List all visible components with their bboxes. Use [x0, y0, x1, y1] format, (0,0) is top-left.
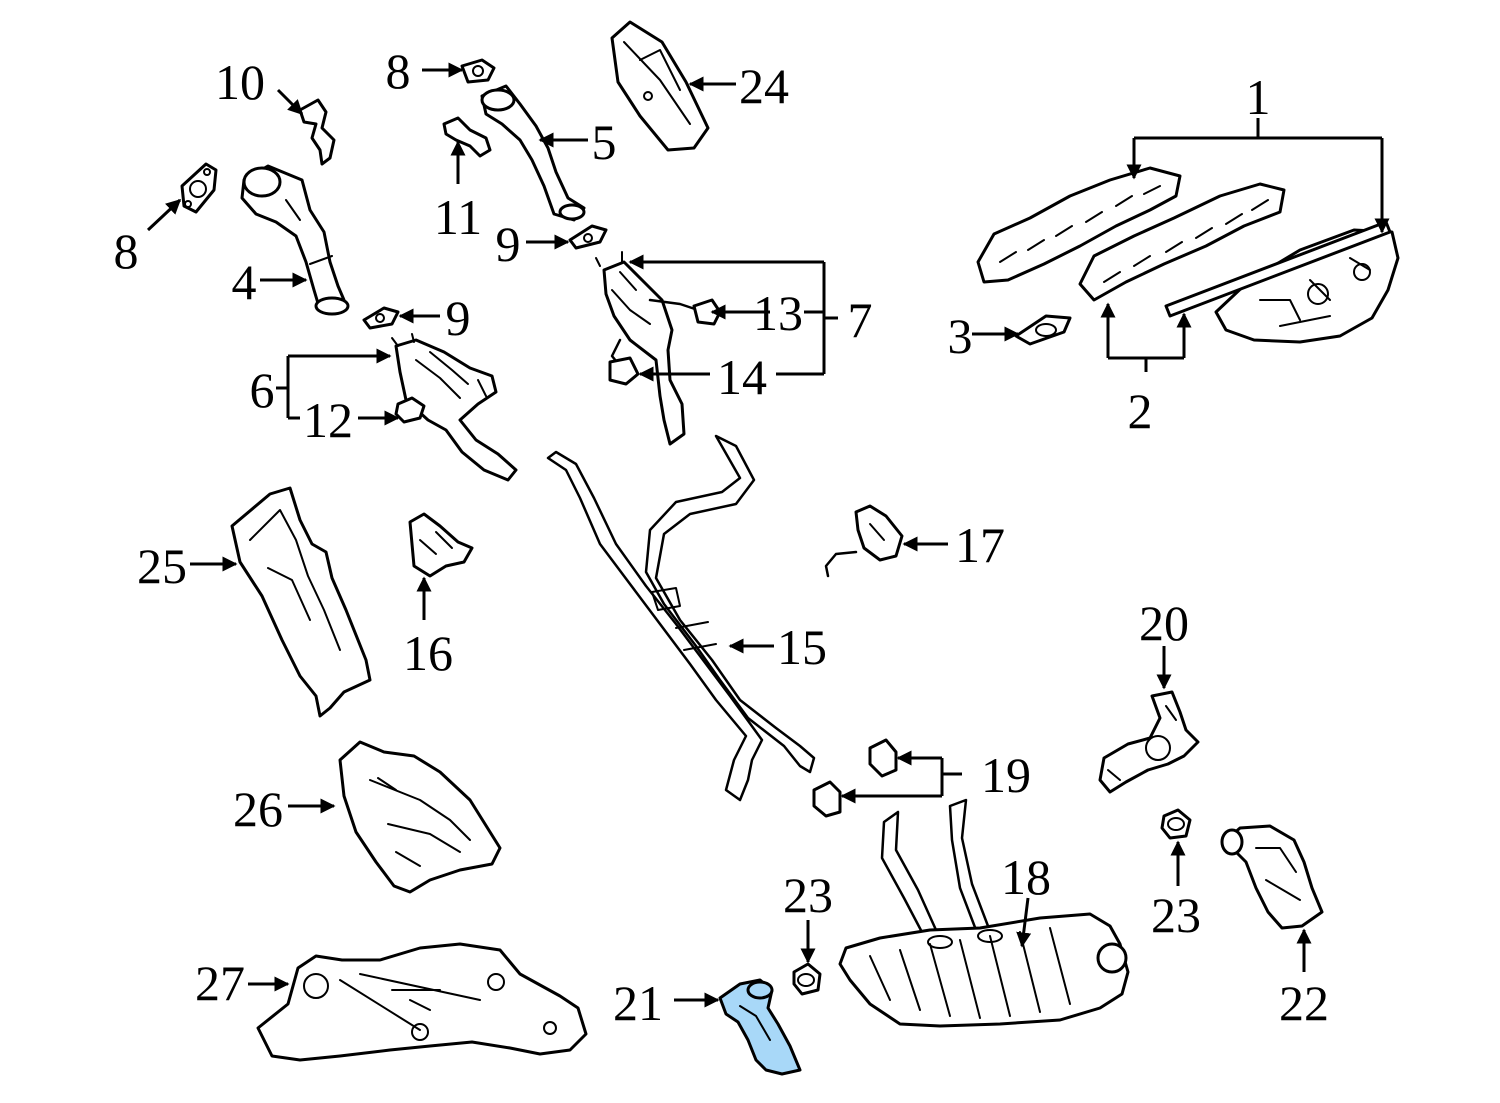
- callout-17: 17: [955, 517, 1005, 573]
- callout-3: 3: [948, 308, 973, 364]
- part-4-converter-pipe[interactable]: [240, 164, 350, 316]
- callout-6: 6: [250, 362, 275, 418]
- callout-24: 24: [739, 58, 789, 114]
- callout-labels: 1 2 3 4 5 6 7 8 8 9 9 10 11 12 13 14 15 …: [114, 43, 1330, 1031]
- callout-22: 22: [1279, 975, 1329, 1031]
- part-7-converter-assembly[interactable]: [595, 251, 686, 446]
- callout-23-right: 23: [1151, 887, 1201, 943]
- part-9-gasket-left[interactable]: [362, 306, 400, 330]
- part-21-highlighted-pipe[interactable]: [718, 978, 802, 1076]
- callout-2: 2: [1128, 383, 1153, 439]
- callout-9-left: 9: [446, 290, 471, 346]
- part-25-heat-shield[interactable]: [230, 486, 372, 718]
- callout-10: 10: [215, 54, 265, 110]
- part-9-gasket-top[interactable]: [568, 224, 608, 250]
- part-1-exhaust-manifold[interactable]: [976, 166, 1400, 344]
- part-16-hanger[interactable]: [408, 512, 474, 578]
- part-17-hanger[interactable]: [824, 504, 904, 578]
- part-15-intermediate-pipes[interactable]: [546, 434, 816, 802]
- part-24-heat-shield[interactable]: [610, 20, 710, 152]
- part-27-heat-shield[interactable]: [256, 942, 588, 1062]
- callout-4: 4: [232, 254, 257, 310]
- callout-15: 15: [777, 619, 827, 675]
- callout-25: 25: [137, 538, 187, 594]
- part-8-gasket-left[interactable]: [180, 162, 218, 214]
- callout-8-left: 8: [114, 223, 139, 279]
- callout-18: 18: [1001, 849, 1051, 905]
- part-11-bracket[interactable]: [442, 116, 492, 158]
- callout-8-top: 8: [386, 43, 411, 99]
- part-23-clamp-right[interactable]: [1160, 808, 1192, 840]
- part-19-clamp-lower[interactable]: [812, 780, 842, 818]
- callout-12: 12: [303, 392, 353, 448]
- part-18-muffler[interactable]: [838, 798, 1130, 1028]
- callout-11: 11: [434, 189, 482, 245]
- callout-5: 5: [592, 114, 617, 170]
- part-23-clamp-left[interactable]: [792, 962, 822, 996]
- callout-13: 13: [753, 285, 803, 341]
- part-12-oxygen-sensor[interactable]: [394, 396, 426, 424]
- part-10-bracket[interactable]: [298, 98, 336, 166]
- part-6-converter-assembly[interactable]: [391, 333, 518, 482]
- callout-23-left: 23: [783, 867, 833, 923]
- part-2-manifold-gasket[interactable]: [1078, 182, 1392, 318]
- part-26-heat-shield[interactable]: [338, 740, 502, 894]
- callout-27: 27: [195, 955, 245, 1011]
- part-8-gasket-top[interactable]: [460, 58, 496, 84]
- part-20-valve-actuator[interactable]: [1098, 690, 1200, 794]
- callout-26: 26: [233, 781, 283, 837]
- callout-20: 20: [1139, 595, 1189, 651]
- callout-14: 14: [717, 349, 767, 405]
- part-3-gasket[interactable]: [1014, 314, 1072, 346]
- part-5-converter-pipe[interactable]: [480, 84, 586, 222]
- part-19-clamp-upper[interactable]: [868, 738, 898, 778]
- callout-1: 1: [1246, 69, 1271, 125]
- callout-16: 16: [403, 625, 453, 681]
- leader-lines: [146, 62, 1390, 1008]
- callout-7: 7: [848, 292, 873, 348]
- part-22-tail-pipe[interactable]: [1220, 824, 1324, 930]
- callout-19: 19: [981, 747, 1031, 803]
- part-14-oxygen-sensor[interactable]: [608, 338, 640, 386]
- callout-9-top: 9: [496, 216, 521, 272]
- callout-21: 21: [613, 975, 663, 1031]
